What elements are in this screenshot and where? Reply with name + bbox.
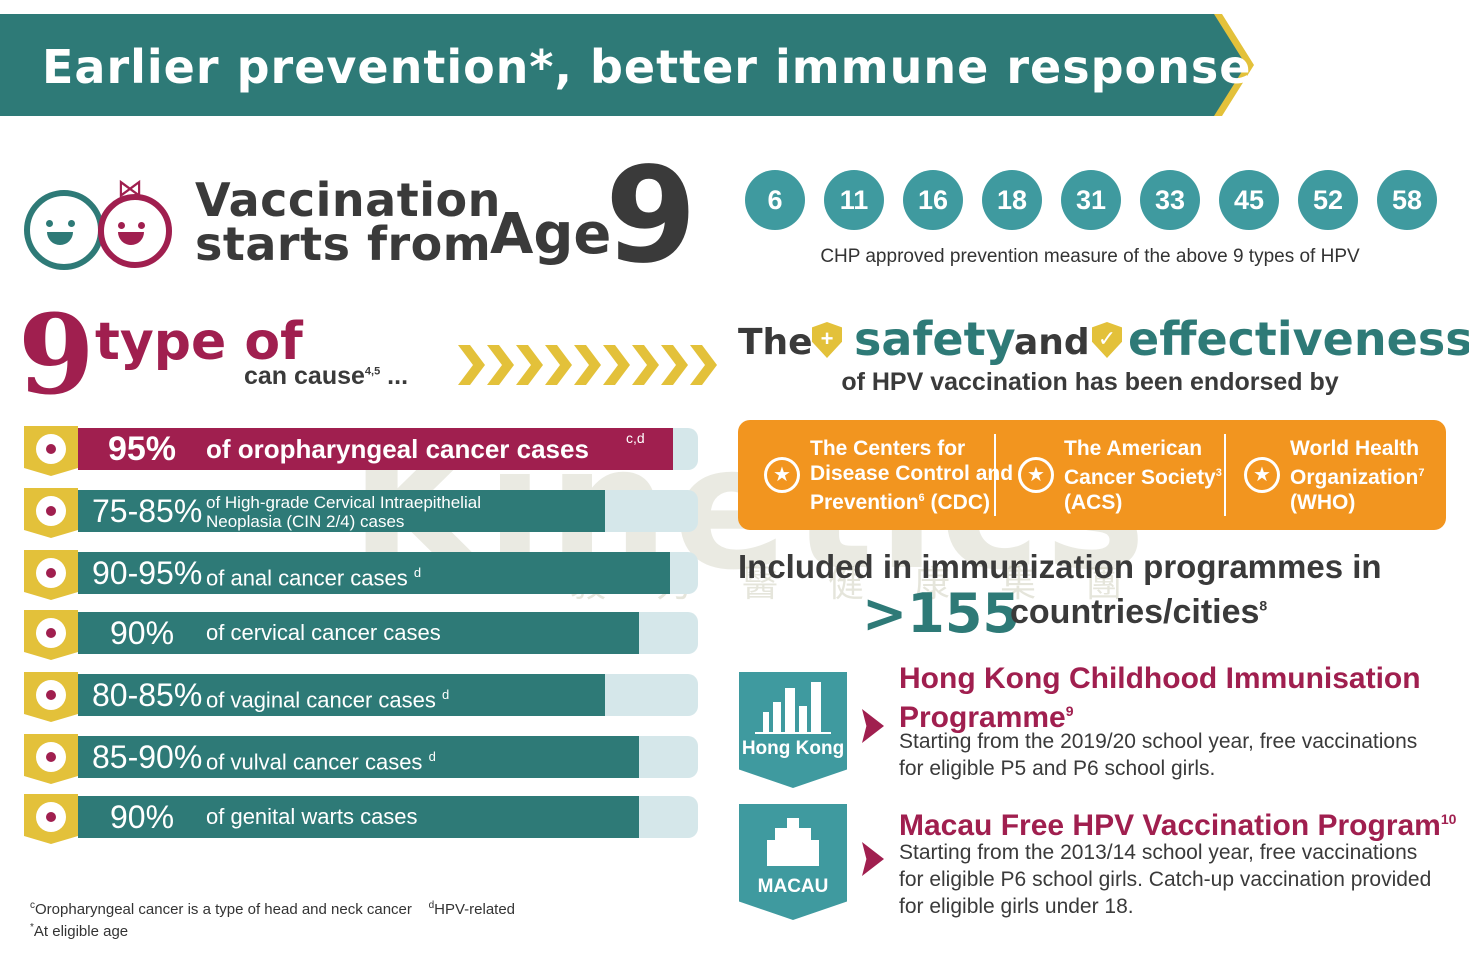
- hpv-type-badge: 45: [1219, 170, 1279, 230]
- countries-label: countries/cities8: [1010, 593, 1268, 631]
- vulval-icon: [24, 734, 78, 784]
- bar-label: of cervical cancer cases: [206, 620, 441, 645]
- badge-label: MACAU: [757, 876, 829, 897]
- hpv-type-badge: 33: [1140, 170, 1200, 230]
- programme-title: Macau Free HPV Vaccination Program10: [899, 809, 1457, 842]
- immunization-heading: Included in immunization programmes in: [738, 548, 1382, 585]
- anal-icon: [24, 550, 78, 600]
- hpv-type-badge: 11: [824, 170, 884, 230]
- star-icon: ★: [1018, 457, 1054, 493]
- bar-percent: 90%: [109, 615, 175, 651]
- bar-row: 90-95% of anal cancer cases d: [78, 552, 698, 594]
- age-number: 9: [605, 139, 697, 293]
- shield-check-icon: ✓: [1092, 322, 1122, 358]
- footnote-c-d: cOropharyngeal cancer is a type of head …: [30, 900, 516, 918]
- hong-kong-badge: Hong Kong: [739, 672, 847, 788]
- nine-types-number: 9: [18, 290, 95, 419]
- bar-fill: [78, 552, 671, 594]
- hpv-type-badge: 58: [1377, 170, 1437, 230]
- bar-fill: [78, 674, 605, 716]
- divider: [1224, 434, 1226, 516]
- org-acs: ★ The American Cancer Society3 (ACS): [1018, 420, 1222, 530]
- shield-plus-icon: +: [812, 322, 842, 358]
- bar-percent: 75-85%: [92, 493, 203, 529]
- bar-fill: [78, 490, 605, 532]
- chevron-arrows-icon: [458, 345, 717, 385]
- bar-percent: 80-85%: [92, 677, 203, 713]
- bar-label: of vulval cancer cases d: [206, 749, 436, 775]
- macau-badge: MACAU: [739, 804, 847, 920]
- vaginal-icon: [24, 672, 78, 722]
- bar-row: 95% of oropharyngeal cancer cases c,d: [78, 428, 698, 470]
- page-title: Earlier prevention*, better immune respo…: [42, 40, 1266, 94]
- type-of-heading: type of: [95, 312, 303, 372]
- bar-percent: 90%: [109, 799, 175, 835]
- footnote-star: *At eligible age: [30, 922, 129, 940]
- hpv-type-badge: 16: [903, 170, 963, 230]
- effectiveness-word: effectiveness: [1128, 312, 1469, 366]
- arrow-right-icon: [862, 842, 884, 876]
- bar-label: of anal cancer cases d: [206, 565, 422, 591]
- age-label: Age: [490, 202, 612, 267]
- bar-row: 75-85% of High-grade Cervical Intraepith…: [78, 490, 698, 532]
- girl-face-icon: [98, 194, 172, 268]
- bar-label: of oropharyngeal cancer cases: [206, 434, 589, 464]
- org-cdc: ★ The Centers for Disease Control and Pr…: [764, 420, 1013, 530]
- bow-icon: ⋈: [117, 173, 143, 203]
- bar-percent: 85-90%: [92, 739, 203, 775]
- cell-icon: [24, 488, 78, 538]
- hpv-type-badge: 6: [745, 170, 805, 230]
- endorsed-by-text: of HPV vaccination has been endorsed by: [841, 368, 1339, 396]
- bar-row: 90% of genital warts cases: [78, 796, 698, 838]
- hpv-type-list: 6 11 16 18 31 33 45 52 58: [745, 170, 1445, 230]
- bar-row: 80-85% of vaginal cancer cases d: [78, 674, 698, 716]
- bar-percent: 95%: [107, 430, 177, 468]
- the-word: The: [738, 322, 813, 363]
- hpv-type-badge: 31: [1061, 170, 1121, 230]
- and-word: and: [1014, 322, 1090, 363]
- wart-icon: [24, 794, 78, 844]
- uterus-icon: [24, 610, 78, 660]
- bar-fill: [78, 736, 640, 778]
- programme-description: Starting from the 2019/20 school year, f…: [899, 730, 1418, 780]
- countries-count: >155: [862, 582, 1020, 645]
- endorsing-orgs-panel: ★ The Centers for Disease Control and Pr…: [738, 420, 1446, 530]
- can-cause-label: can cause4,5 ...: [244, 362, 409, 390]
- star-icon: ★: [1244, 457, 1280, 493]
- bar-fill: [78, 612, 640, 654]
- safety-word: safety: [854, 312, 1016, 366]
- programme-description: Starting from the 2013/14 school year, f…: [899, 841, 1432, 918]
- bar-footnote: c,d: [626, 430, 645, 446]
- bar-row: 85-90% of vulval cancer cases d: [78, 736, 698, 778]
- mouth-icon: [24, 426, 78, 476]
- bar-percent: 90-95%: [92, 555, 203, 591]
- divider: [994, 434, 996, 516]
- boy-face-icon: [24, 190, 104, 270]
- bar-row: 90% of cervical cancer cases: [78, 612, 698, 654]
- hpv-type-badge: 52: [1298, 170, 1358, 230]
- bar-fill: [78, 796, 640, 838]
- bar-label: of genital warts cases: [206, 804, 418, 829]
- bar-label: of vaginal cancer cases d: [206, 687, 450, 713]
- programme-title: Hong Kong Childhood Immunisation Program…: [899, 662, 1421, 734]
- org-who: ★ World Health Organization7 (WHO): [1244, 420, 1424, 530]
- bar-fill: [78, 428, 674, 470]
- header-banner: [0, 14, 1250, 116]
- arrow-right-icon: [862, 709, 884, 743]
- badge-label: Hong Kong: [741, 738, 845, 759]
- vaccination-heading: Vaccination starts from: [195, 173, 501, 271]
- star-icon: ★: [764, 457, 800, 493]
- hpv-caption: CHP approved prevention measure of the a…: [820, 246, 1360, 267]
- hpv-type-badge: 18: [982, 170, 1042, 230]
